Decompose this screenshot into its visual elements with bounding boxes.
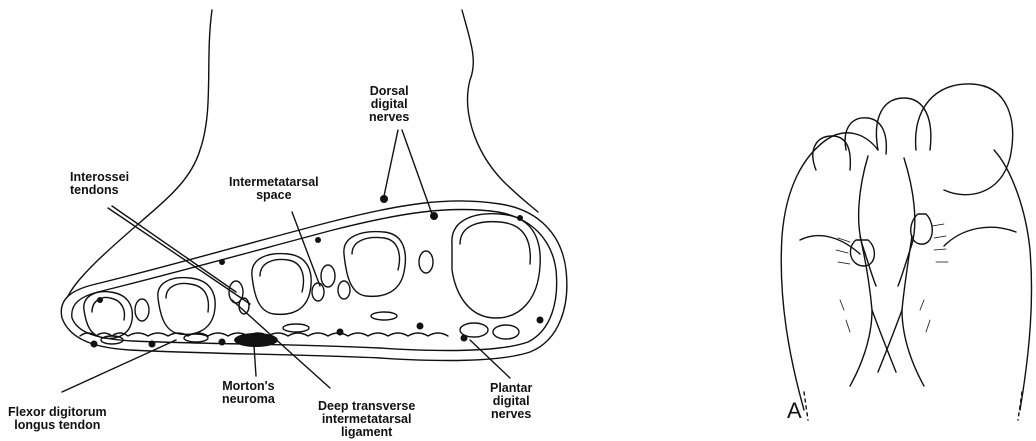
label-line: tendons	[70, 184, 129, 197]
cortex-2	[352, 238, 399, 270]
label-line: longus tendon	[8, 419, 107, 432]
toe-3	[845, 118, 886, 154]
leader-flexor	[62, 340, 176, 392]
plantar-nerve-dot	[337, 329, 344, 336]
edge-dash-left	[804, 392, 808, 420]
flexor-tendon-3	[283, 324, 309, 332]
plantar-nerve-dot	[149, 341, 156, 348]
mortons-neuroma	[234, 333, 278, 347]
metatarsal-head-3	[252, 254, 311, 315]
label-dorsal-digital-nerves: Dorsal digital nerves	[369, 85, 409, 124]
interossei-tendon-3	[321, 265, 335, 287]
label-flexor-digitorum-tendon: Flexor digitorum longus tendon	[8, 406, 107, 432]
toe-1	[916, 84, 1013, 195]
leg-outline-left	[68, 10, 212, 296]
dorsal-nerve-dot	[315, 237, 321, 243]
cortex-1	[460, 222, 530, 264]
nerve-left	[850, 236, 872, 386]
label-line: ligament	[318, 426, 415, 439]
metatarsal-head-4	[158, 278, 215, 335]
plantar-nerve-dot	[417, 323, 424, 330]
leader-interossei-2	[108, 208, 250, 304]
interossei-tendon-4	[419, 251, 433, 273]
flexor-tendon-2	[371, 312, 397, 320]
leader-plantar	[470, 340, 510, 378]
nerve-branch-2	[878, 310, 902, 372]
nerve-right	[902, 236, 924, 386]
leader-morton	[254, 346, 256, 376]
lumbrical-2	[338, 281, 350, 299]
dorsal-nerve-dot	[219, 259, 225, 265]
toe-4	[813, 136, 851, 170]
dorsal-nerve-dot	[97, 297, 103, 303]
label-line: neuroma	[222, 393, 275, 406]
cortex-4	[166, 284, 208, 312]
label-interossei-tendons: Interossei tendons	[70, 171, 129, 197]
dorsal-nerve-dot	[517, 215, 523, 221]
edge-dash-right	[1018, 392, 1022, 420]
label-line: nerves	[369, 111, 409, 124]
plantar-nerve-dot	[219, 339, 226, 346]
skin-inner-line	[72, 209, 557, 350]
nerve-branch-1	[872, 310, 896, 372]
incision-left	[859, 156, 876, 286]
leg-outline-right	[462, 10, 538, 212]
cortex-3	[260, 260, 303, 292]
label-deep-transverse-ligament: Deep transverse intermetatarsal ligament	[318, 400, 415, 439]
label-plantar-digital-nerves: Plantar digital nerves	[490, 382, 532, 421]
metatarsal-head-2	[344, 232, 406, 297]
plantar-nerve-dot	[461, 335, 468, 342]
toe-creases	[800, 227, 1016, 254]
label-line: nerves	[490, 408, 532, 421]
leader-dorsal-1	[384, 130, 398, 196]
sesamoid-2	[493, 325, 519, 339]
panel-label: A	[787, 398, 802, 424]
interossei-tendon-1	[135, 299, 149, 321]
label-intermetatarsal-space: Intermetatarsal space	[229, 176, 319, 202]
lumbrical-1	[312, 283, 324, 301]
toe-2	[876, 98, 930, 150]
cortex-5	[92, 298, 124, 320]
plantar-toe-view	[781, 84, 1031, 420]
leader-dorsal-2	[402, 130, 432, 214]
label-mortons-neuroma: Morton's neuroma	[222, 380, 275, 406]
dorsal-nerve-2	[430, 212, 438, 220]
hatching	[836, 224, 948, 332]
leader-intermetatarsal	[292, 212, 320, 286]
foot-outline-left	[994, 150, 1032, 410]
plantar-nerve-dot	[537, 317, 544, 324]
dorsal-nerve-1	[380, 195, 388, 203]
plantar-nerve-dot	[91, 341, 98, 348]
label-line: space	[229, 189, 319, 202]
